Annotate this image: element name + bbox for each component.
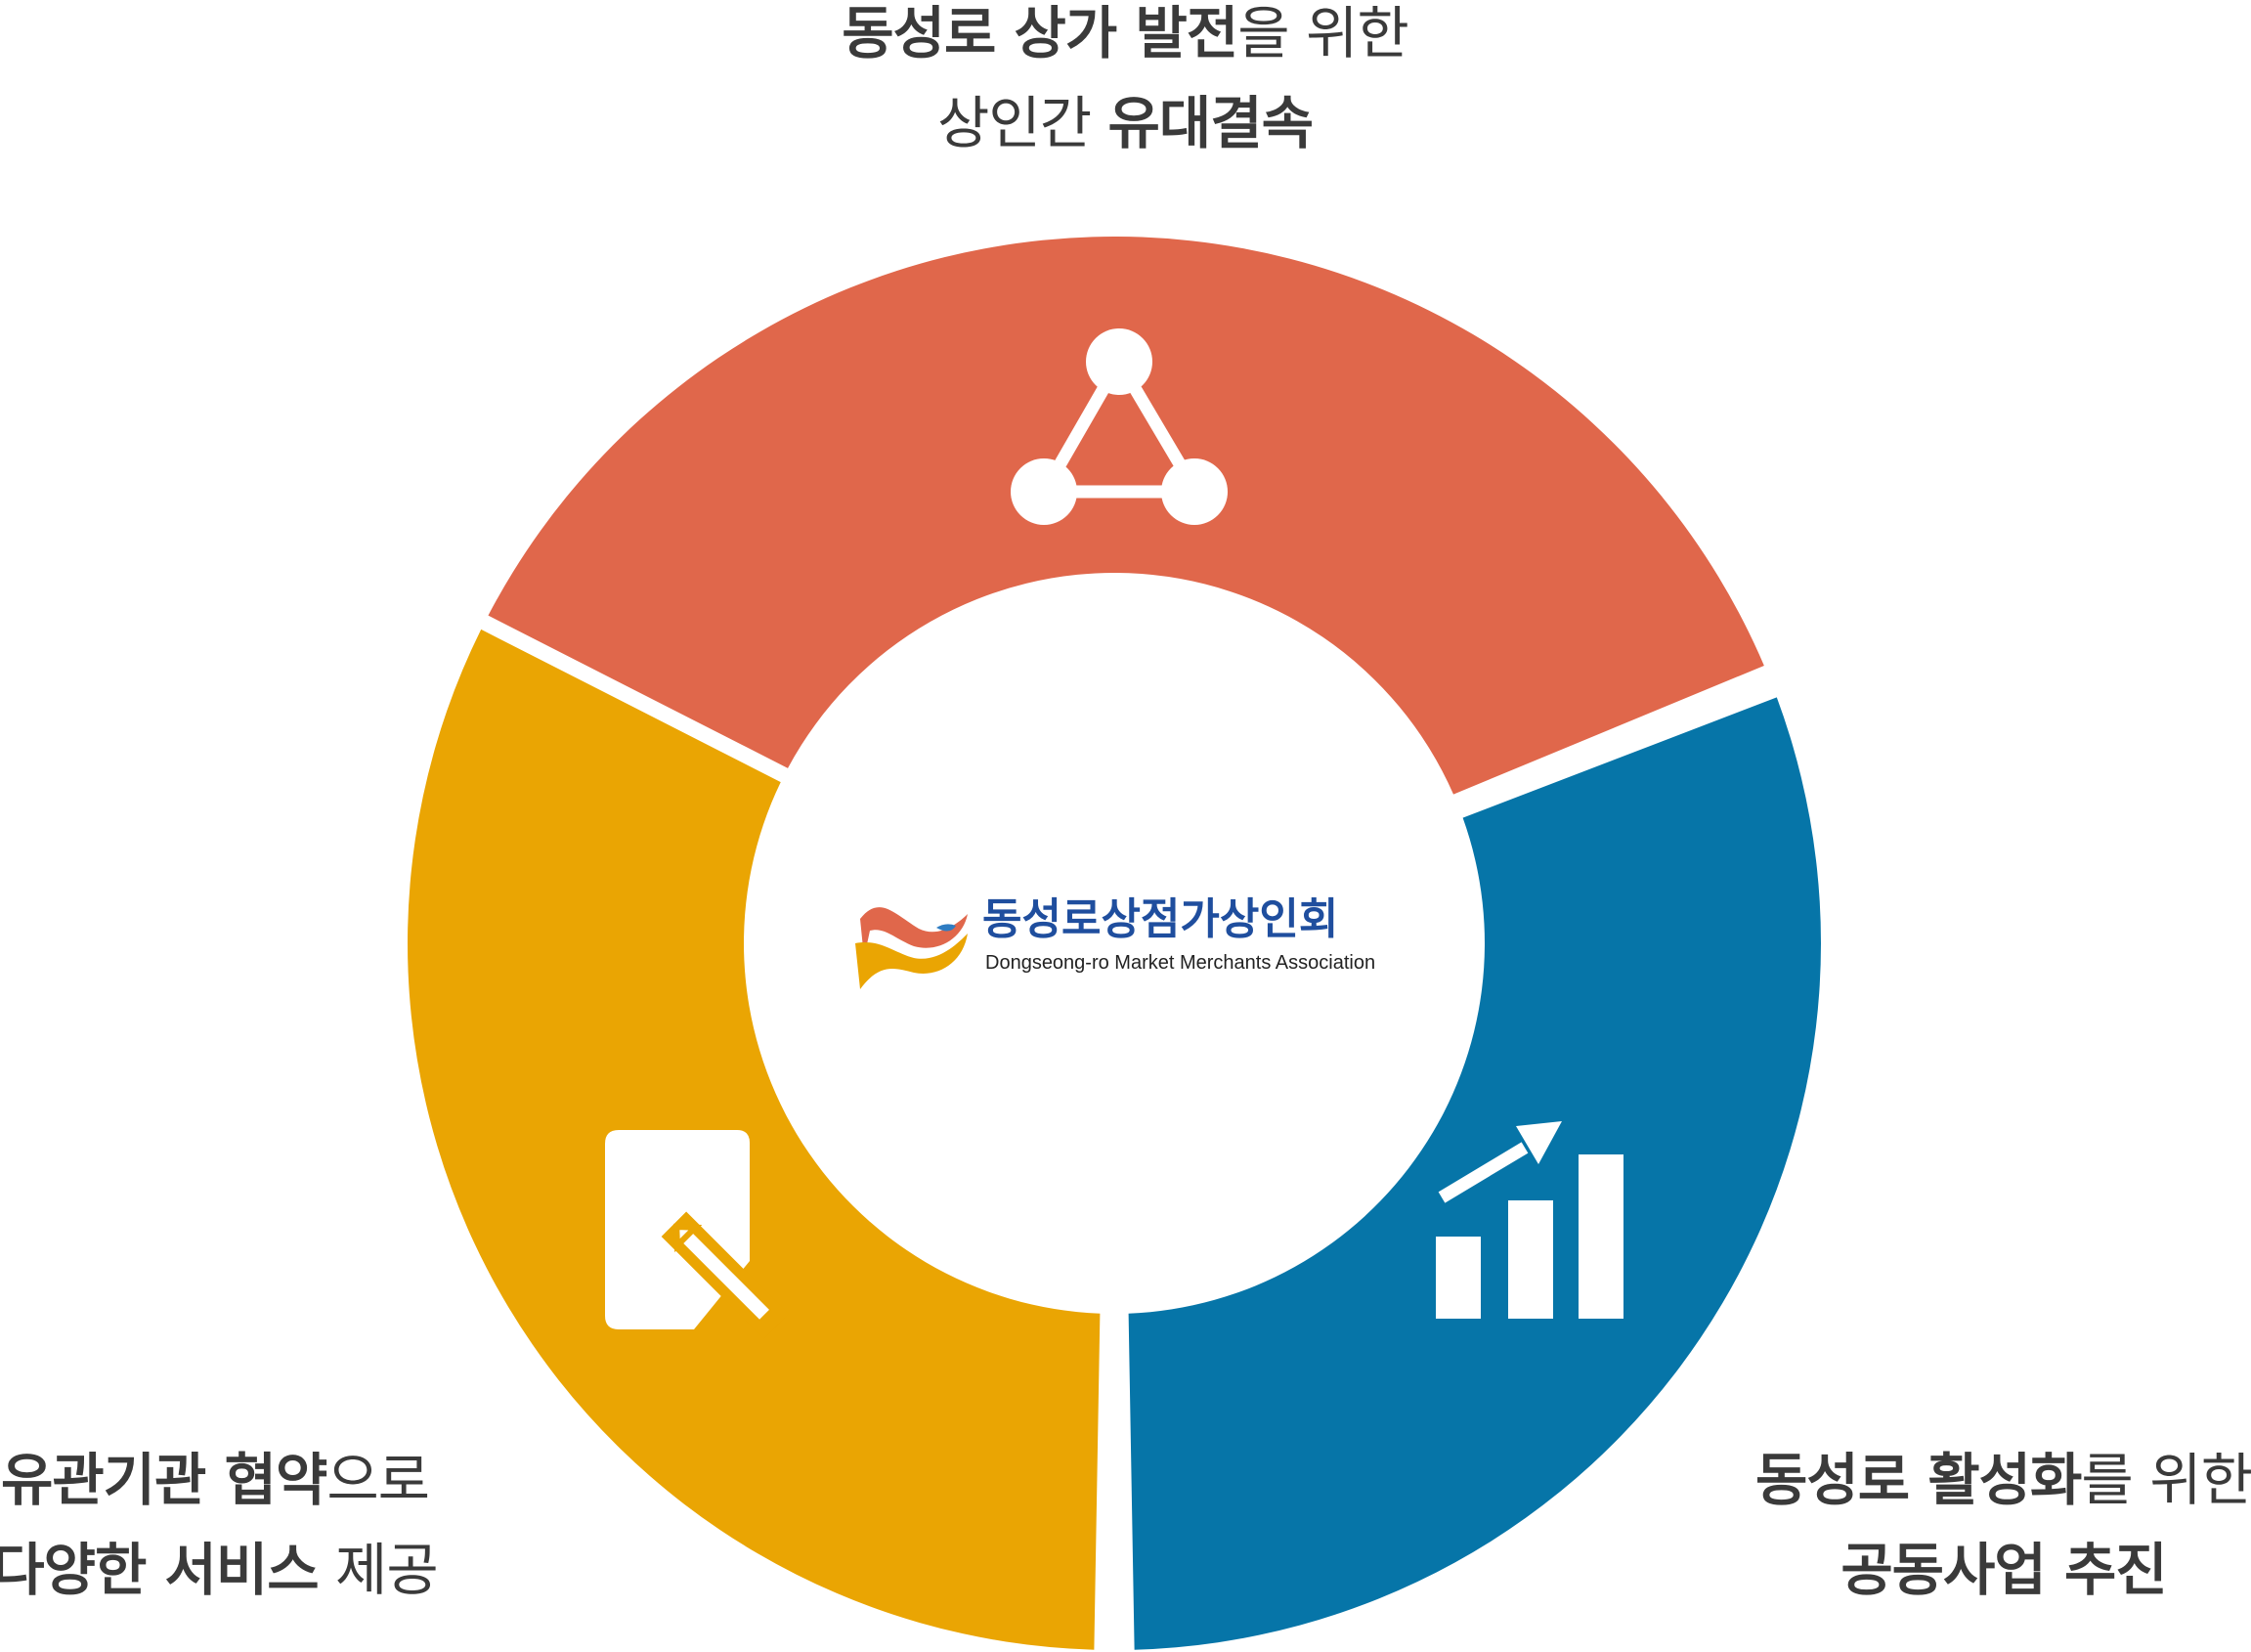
segment-left [407, 629, 1101, 1650]
caption-right: 동성로 활성화를 위한 공동사업 추진 [1710, 1435, 2251, 1615]
logo-flag-yellow [855, 934, 968, 989]
caption-text: 유관기관 협약 [0, 1447, 327, 1513]
caption-text: 상인간 [937, 90, 1108, 156]
document-pencil-icon [605, 1130, 789, 1339]
caption-top: 동성로 상가 발전을 위한 상인간 유대결속 [636, 0, 1614, 168]
logo-name-en: Dongseong-ro Market Merchants Associatio… [985, 952, 1375, 974]
caption-text: 을 위한 [1237, 0, 1409, 66]
caption-right-line2: 공동사업 추진 [1710, 1525, 2251, 1615]
logo-drop [936, 924, 956, 932]
caption-text: 를 위한 [2081, 1447, 2251, 1513]
caption-text: 유대결속 [1107, 90, 1314, 156]
caption-text: 으로 [326, 1447, 430, 1513]
segment-top [488, 236, 1764, 795]
caption-right-line1: 동성로 활성화를 위한 [1710, 1435, 2251, 1525]
growth-chart-icon [1436, 1121, 1623, 1319]
caption-text: 제공 [318, 1537, 439, 1603]
caption-left-line1: 유관기관 협약으로 [0, 1435, 469, 1525]
caption-text: 공동사업 추진 [1840, 1537, 2167, 1603]
caption-text: 다양한 서비스 [0, 1537, 320, 1603]
logo-name-kr: 동성로상점가상인회 [982, 894, 1338, 944]
network-triangle-icon [1011, 328, 1228, 525]
caption-text: 동성로 상가 발전 [842, 0, 1238, 66]
caption-left: 유관기관 협약으로 다양한 서비스 제공 [0, 1435, 469, 1615]
caption-top-line2: 상인간 유대결속 [636, 78, 1614, 168]
association-logo: 동성로상점가상인회 Dongseong-ro Market Merchants … [855, 894, 1375, 989]
caption-left-line2: 다양한 서비스 제공 [0, 1525, 469, 1615]
caption-text: 동성로 활성화 [1755, 1447, 2082, 1513]
logo-flag-red [860, 907, 968, 958]
caption-top-line1: 동성로 상가 발전을 위한 [636, 0, 1614, 78]
